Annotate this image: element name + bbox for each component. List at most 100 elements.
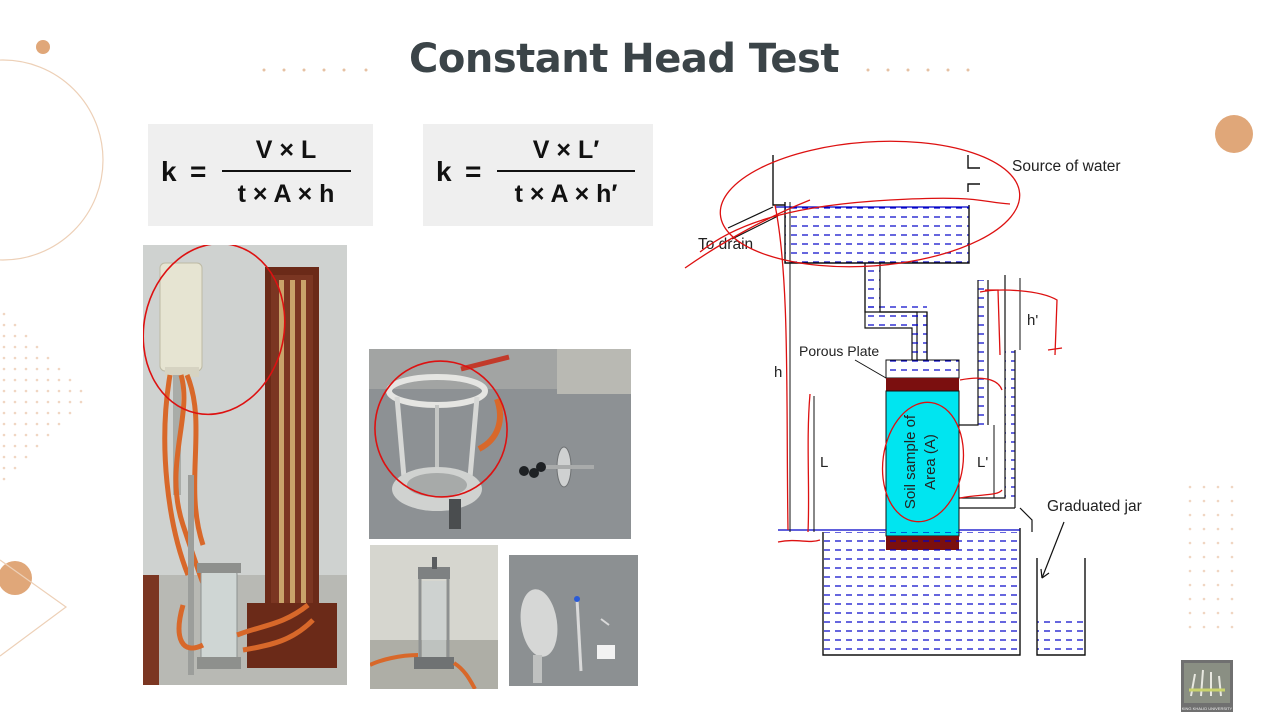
formula-numerator: V × L: [256, 136, 316, 164]
decor-dot: [2, 334, 6, 338]
decor-dot: [2, 433, 6, 437]
decor-dot: [35, 367, 39, 371]
source-of-water-label: Source of water: [1012, 158, 1121, 175]
decor-dot: [1230, 499, 1234, 503]
decor-dot: [1188, 513, 1192, 517]
decor-dot: [1202, 597, 1206, 601]
decor-dot: [13, 400, 17, 404]
decor-dot: [35, 389, 39, 393]
title-dots: [262, 68, 970, 72]
decor-dot: [13, 356, 17, 360]
decor-dot: [24, 334, 28, 338]
decor-dot: [1230, 527, 1234, 531]
decor-dot: [946, 68, 950, 72]
decor-dot: [1216, 485, 1220, 489]
to-drain-label: To drain: [698, 236, 753, 253]
decor-dot: [1202, 625, 1206, 629]
decor-dot: [1188, 583, 1192, 587]
sample-label-line1: Soil sample of: [902, 414, 919, 509]
decor-dot: [322, 68, 326, 72]
decor-dot: [1230, 513, 1234, 517]
accent-chevron: [0, 559, 68, 657]
sample-label-line2: Area (A): [922, 434, 939, 490]
top-water-chamber: [885, 359, 960, 379]
decor-dot: [1202, 569, 1206, 573]
decor-dot: [68, 400, 72, 404]
head-tank-water: [785, 205, 969, 263]
decor-dot: [24, 444, 28, 448]
decor-dot: [57, 367, 61, 371]
decor-dot: [57, 378, 61, 382]
top-porous-stone: [886, 378, 959, 391]
decor-dot: [2, 411, 6, 415]
accessories-photo: [509, 555, 638, 686]
formula-2: k = V × L′ t × A × h′: [436, 136, 635, 208]
decor-dot: [24, 389, 28, 393]
decor-dot: [1230, 611, 1234, 615]
equals-sign: =: [190, 156, 206, 187]
permeameter-cell-side-photo: [370, 545, 498, 689]
decor-dot: [79, 400, 83, 404]
decor-dot: [2, 345, 6, 349]
equals-sign: =: [465, 156, 481, 187]
decor-dot: [1230, 625, 1234, 629]
decor-dot: [1188, 499, 1192, 503]
decor-dot: [866, 68, 870, 72]
constant-head-diagram: Source of water To drain Porous Plate h …: [684, 140, 1142, 656]
decor-dot: [1216, 597, 1220, 601]
decor-dot: [46, 400, 50, 404]
decor-dot: [1202, 513, 1206, 517]
porous-plate-label: Porous Plate: [799, 343, 879, 359]
decor-dot: [2, 477, 6, 481]
decor-dot: [1188, 611, 1192, 615]
decor-dot: [13, 334, 17, 338]
decor-dot: [35, 411, 39, 415]
connecting-pipe: [864, 263, 913, 360]
decor-dot: [13, 323, 17, 327]
decor-dot: [57, 400, 61, 404]
tail-tank-water: [823, 532, 1020, 655]
decor-dot: [13, 455, 17, 459]
decor-dot: [1202, 583, 1206, 587]
formula-box-1: k = V × L t × A × h: [148, 124, 373, 226]
decor-dot: [1202, 555, 1206, 559]
accent-dot: [1215, 115, 1253, 153]
decor-dot: [13, 367, 17, 371]
decor-dot: [24, 433, 28, 437]
decor-dot: [35, 378, 39, 382]
decor-dot: [302, 68, 306, 72]
decor-dot: [13, 389, 17, 393]
decor-dot: [35, 356, 39, 360]
decor-dot: [13, 411, 17, 415]
decor-dot: [24, 422, 28, 426]
decor-dot: [1216, 611, 1220, 615]
decor-dot: [13, 433, 17, 437]
decor-dot: [2, 389, 6, 393]
head-tank-wall: [772, 155, 785, 206]
decor-dot: [1188, 541, 1192, 545]
slide-title: Constant Head Test: [409, 36, 839, 82]
decor-dot: [13, 378, 17, 382]
decor-dot: [24, 367, 28, 371]
decor-dot: [13, 444, 17, 448]
graduated-jar: [1036, 558, 1086, 656]
decor-dot: [35, 444, 39, 448]
decor-dot: [2, 323, 6, 327]
decor-dot: [364, 68, 368, 72]
accent-ring: [0, 59, 104, 261]
decor-dot: [1216, 583, 1220, 587]
decor-dot: [35, 345, 39, 349]
overflow-spout: [1019, 507, 1033, 532]
decor-dot: [68, 411, 72, 415]
decor-dot: [1230, 541, 1234, 545]
decor-dot: [1216, 569, 1220, 573]
decor-dot: [2, 466, 6, 470]
dot-pattern: [1188, 485, 1234, 629]
graduated-jar-label: Graduated jar: [1047, 498, 1142, 515]
decor-dot: [24, 411, 28, 415]
decor-dot: [1188, 597, 1192, 601]
decor-dot: [68, 378, 72, 382]
decor-dot: [1216, 555, 1220, 559]
permeameter-cell-top-photo: [369, 349, 631, 539]
decor-dot: [1230, 485, 1234, 489]
